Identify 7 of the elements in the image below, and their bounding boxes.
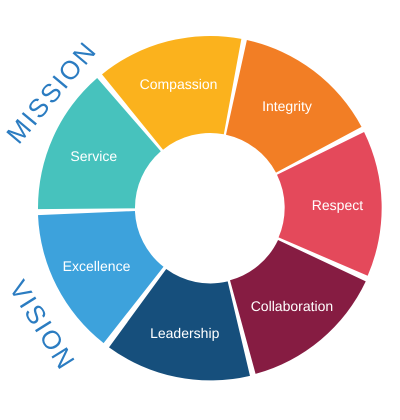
segment-label: Compassion bbox=[140, 76, 218, 92]
segment-label: Leadership bbox=[150, 324, 220, 341]
segment-label: Integrity bbox=[262, 98, 312, 114]
segment-label: Excellence bbox=[62, 258, 130, 274]
segment-label: Service bbox=[70, 148, 118, 164]
segment-label: Collaboration bbox=[250, 298, 334, 314]
segment-label: Respect bbox=[312, 196, 364, 213]
